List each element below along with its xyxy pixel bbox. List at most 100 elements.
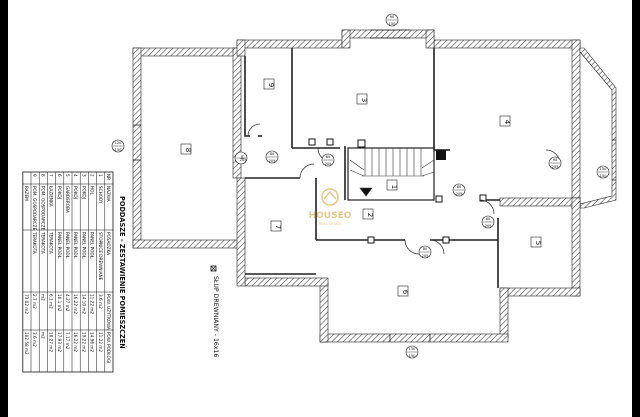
- table-cell: POKÓJ: [57, 186, 62, 199]
- window-tags: 90 150 120 150 150 150 150 150: [111, 13, 610, 359]
- table-header-cell: POW. PODŁOGI: [106, 332, 111, 363]
- watermark: HOUSEO REAL ESTATE: [309, 188, 352, 226]
- table-cell: HOL: [90, 186, 95, 195]
- table-cell: 6.1 m2: [49, 294, 54, 309]
- table-cell: 9: [32, 174, 37, 177]
- room-label-1: 1: [390, 185, 398, 189]
- door-tag-bottom: 205: [422, 254, 429, 258]
- table-cell: 8: [40, 174, 45, 177]
- door-tag: 80 205: [452, 183, 466, 197]
- table-cell: SCHODY: [98, 186, 103, 204]
- table-cell: PANEL PODŁ.: [57, 232, 62, 259]
- door-tag-top: 80: [486, 217, 491, 221]
- room-label-8: 8: [184, 148, 192, 152]
- table-cell: GARDEROBA: [65, 186, 70, 213]
- room-schedule-table: PODDASZE - ZESTAWIENIE POMIESZCZEŃ NR NAZ…: [22, 171, 127, 373]
- column-note-text: SŁUP DREWNIANY - 16x16: [212, 276, 219, 357]
- column-note: SŁUP DREWNIANY - 16x16: [210, 265, 219, 357]
- table-cell: RAZEM: [24, 186, 29, 201]
- watermark-sub: REAL ESTATE: [319, 222, 342, 226]
- window-tag-top: 150: [600, 167, 608, 171]
- table-cell: 3: [81, 174, 86, 177]
- table-cell: m2: [40, 332, 45, 339]
- door-tags: 90 205 80 205 80 205 80 205 90 205: [234, 150, 562, 259]
- window-tag: 120 150: [111, 139, 125, 153]
- table-cell: 3.6 m2: [98, 294, 103, 309]
- window-tag-top: 90: [390, 15, 395, 19]
- table-cell: 14.10 m2: [81, 294, 86, 314]
- table-cell: POM. GOSPODARCZE: [32, 186, 37, 231]
- table-header-cell: POSADZKA: [106, 232, 111, 255]
- table-cell: ŁAZIENKA: [49, 185, 54, 207]
- door-tag-top: 90: [553, 158, 558, 162]
- table-title: PODDASZE - ZESTAWIENIE POMIESZCZEŃ: [118, 196, 127, 349]
- table-cell: 10.1 m2: [57, 294, 62, 312]
- table-cell: 18.27 m2: [49, 332, 54, 352]
- window-tag-top: 120: [115, 141, 123, 145]
- table-cell: 3.6 m2: [32, 332, 37, 347]
- room-labels: 1 2 3 4 5 6 7 8 9: [184, 83, 542, 295]
- table-cell: 16.22 m2: [73, 332, 78, 352]
- door-tag-bottom: 205: [456, 192, 463, 196]
- door-tag: 80 205: [321, 153, 335, 167]
- table-cell: 19.22 m2: [81, 332, 86, 352]
- table-cell: POM. GOSPODARCZE: [40, 186, 45, 231]
- door-tag: 80 205: [418, 245, 432, 259]
- column-markers: [308, 138, 487, 244]
- door-tag: 90 205: [234, 151, 248, 165]
- table-header-cell: NR: [106, 174, 111, 180]
- door-tag-top: 80: [457, 185, 462, 189]
- room-label-6: 6: [401, 290, 409, 295]
- door-tag: 90 205: [548, 156, 562, 170]
- window-tag-bottom: 150: [409, 354, 417, 358]
- table-cell: PANEL PODŁ.: [73, 232, 78, 259]
- table-cell: 102.58 m2: [24, 332, 29, 355]
- table-cell: 14.96 m2: [90, 332, 95, 352]
- windows: [133, 29, 616, 342]
- table-cell: 4.27 m2: [65, 294, 70, 312]
- table-grid: NR NAZWA POSADZKA POW. UŻYTKOWA POW. PODŁOGI…: [22, 171, 114, 373]
- table-header-cell: POW. UŻYTKOWA: [106, 294, 111, 330]
- window-tag: 150 150: [405, 345, 419, 359]
- door-tag: 80 205: [481, 215, 495, 229]
- table-cell: m2: [40, 294, 45, 301]
- room-label-boxes: [180, 78, 542, 297]
- table-header-cell: NAZWA: [106, 186, 111, 202]
- room-label-3: 3: [360, 98, 368, 102]
- table-cell: POKÓJ: [81, 186, 86, 199]
- room-label-2: 2: [366, 213, 374, 217]
- window-tag-bottom: 150: [600, 174, 608, 178]
- table-cell: 17.93 m2: [57, 332, 62, 352]
- door-tag-top: 80: [423, 247, 428, 251]
- table-cell: PANEL PODŁ.: [90, 232, 95, 259]
- room-label-9: 9: [267, 83, 275, 87]
- table-cell: 2.7 m2: [32, 294, 37, 309]
- door-tag-top: 80: [326, 155, 331, 159]
- table-cell: 11.22 m2: [90, 294, 95, 314]
- window-tag: 150 150: [596, 165, 610, 179]
- table-cell: 7.17 m2: [65, 332, 70, 350]
- table-cell: 16.22 m2: [73, 294, 78, 314]
- door-tag-bottom: 205: [240, 158, 247, 162]
- stair-treads: [349, 148, 435, 197]
- door-tag-bottom: 205: [552, 165, 559, 169]
- table-cell: TERAKOTA: [40, 231, 45, 254]
- table-cell: 7: [49, 174, 54, 177]
- table-cell: 1: [98, 174, 103, 177]
- table-cell: PANEL PODŁ.: [65, 232, 70, 259]
- window-tag-bottom: 150: [115, 148, 123, 152]
- watermark-brand: HOUSEO: [309, 211, 352, 221]
- table-cell: 2: [90, 174, 95, 177]
- window-tag: 90 150: [385, 13, 399, 27]
- room-label-5: 5: [534, 241, 542, 245]
- door-tag-bottom: 205: [325, 162, 332, 166]
- door-tag-top: 80: [270, 152, 275, 156]
- door-tag: 80 205: [265, 150, 279, 164]
- table-cell: TERAKOTA: [32, 231, 37, 254]
- door-tag-top: 90: [240, 155, 244, 160]
- door-tag-bottom: 205: [485, 224, 492, 228]
- window-tag-bottom: 150: [389, 22, 397, 26]
- table-cell: POKÓJ: [73, 186, 78, 199]
- door-tag-bottom: 205: [269, 159, 276, 163]
